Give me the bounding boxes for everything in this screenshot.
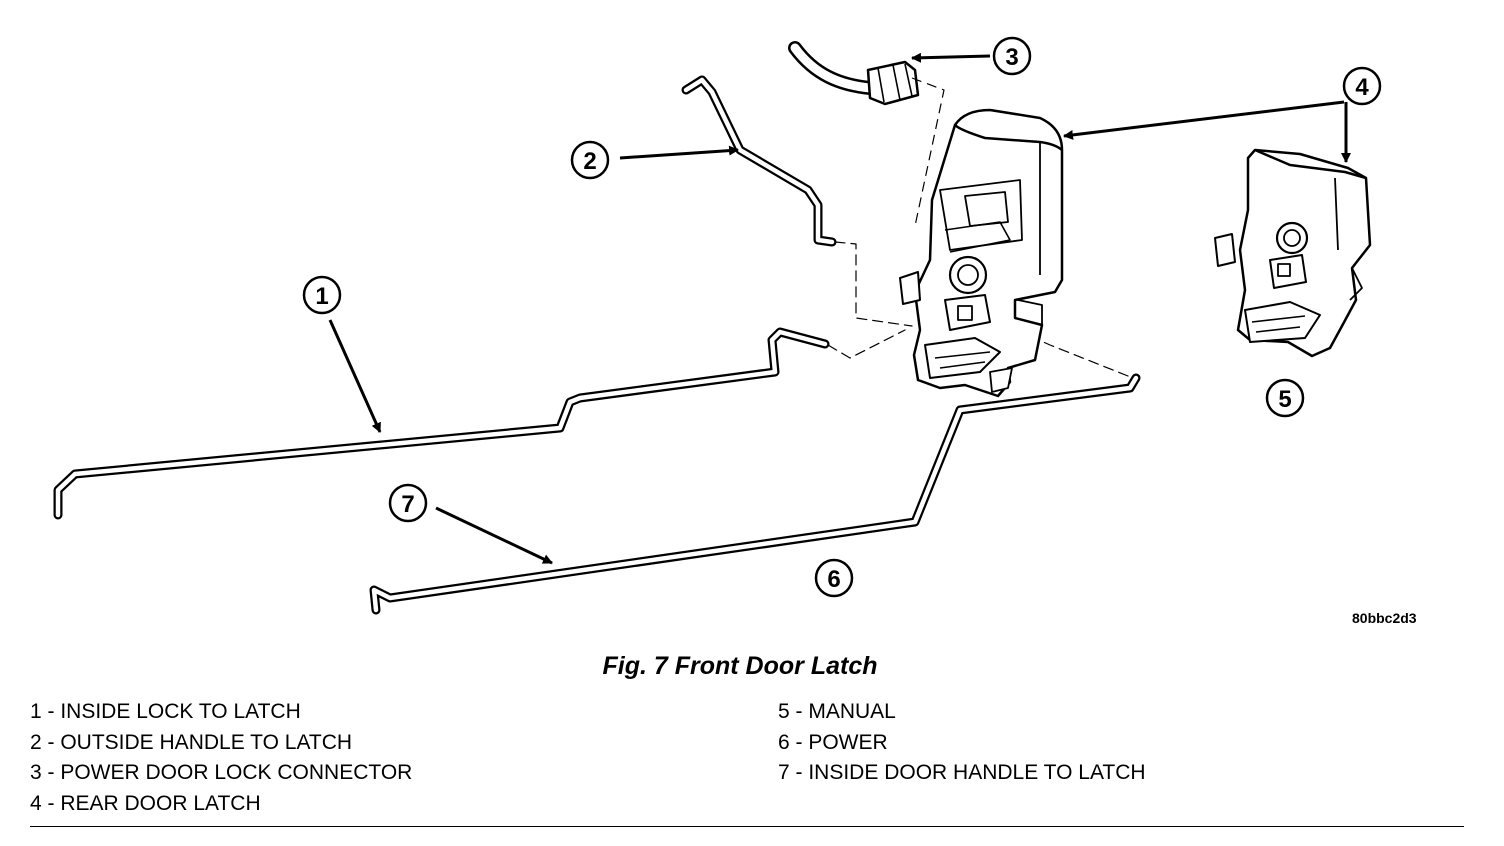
- callout-4: 4: [1342, 66, 1382, 106]
- leader-arrow-3: [911, 52, 991, 63]
- svg-text:4: 4: [1355, 74, 1369, 101]
- leader-arrow-1: [328, 319, 382, 433]
- legend-item-2: 2 - OUTSIDE HANDLE TO LATCH: [30, 730, 353, 754]
- svg-text:7: 7: [401, 491, 414, 518]
- leader-arrow-4a: [1063, 100, 1345, 140]
- svg-text:6: 6: [827, 566, 840, 593]
- outside-handle-rod: [681, 75, 913, 327]
- power-lock-connector: [788, 41, 945, 227]
- legend-item-7: 7 - INSIDE DOOR HANDLE TO LATCH: [778, 761, 1146, 784]
- legend-right-column: 5 - MANUAL 6 - POWER 7 - INSIDE DOOR HAN…: [778, 697, 1146, 789]
- callout-7: 7: [388, 483, 428, 523]
- inside-lock-rod: [53, 327, 906, 520]
- callout-5: 5: [1265, 378, 1305, 418]
- callout-1: 1: [302, 275, 342, 315]
- legend-item-6: 6 - POWER: [778, 730, 888, 754]
- figure-reference-code: 80bbc2d3: [1352, 610, 1417, 626]
- legend-left-column: 1 - INSIDE LOCK TO LATCH 2 - OUTSIDE HAN…: [30, 697, 412, 819]
- svg-text:2: 2: [583, 148, 596, 175]
- callout-3: 3: [992, 36, 1032, 76]
- door-latch-diagram: 1 2 3 4 5 6 7: [53, 36, 1382, 615]
- rear-door-latch: [1214, 148, 1372, 358]
- legend-item-4: 4 - REAR DOOR LATCH: [30, 791, 261, 815]
- figure-caption: Fig. 7 Front Door Latch: [602, 652, 878, 680]
- svg-text:5: 5: [1278, 386, 1291, 413]
- front-door-latch: [899, 108, 1064, 398]
- legend-item-1: 1 - INSIDE LOCK TO LATCH: [30, 700, 301, 723]
- svg-text:3: 3: [1005, 44, 1018, 71]
- leader-arrows: [328, 52, 1351, 565]
- bottom-rule: [30, 826, 1464, 827]
- leader-arrow-7: [435, 506, 553, 565]
- svg-text:1: 1: [315, 283, 328, 310]
- callout-6: 6: [814, 558, 854, 598]
- callout-2: 2: [570, 140, 610, 180]
- leader-arrow-2: [619, 145, 739, 160]
- legend-item-5: 5 - MANUAL: [778, 700, 896, 723]
- legend-item-3: 3 - POWER DOOR LOCK CONNECTOR: [30, 761, 413, 784]
